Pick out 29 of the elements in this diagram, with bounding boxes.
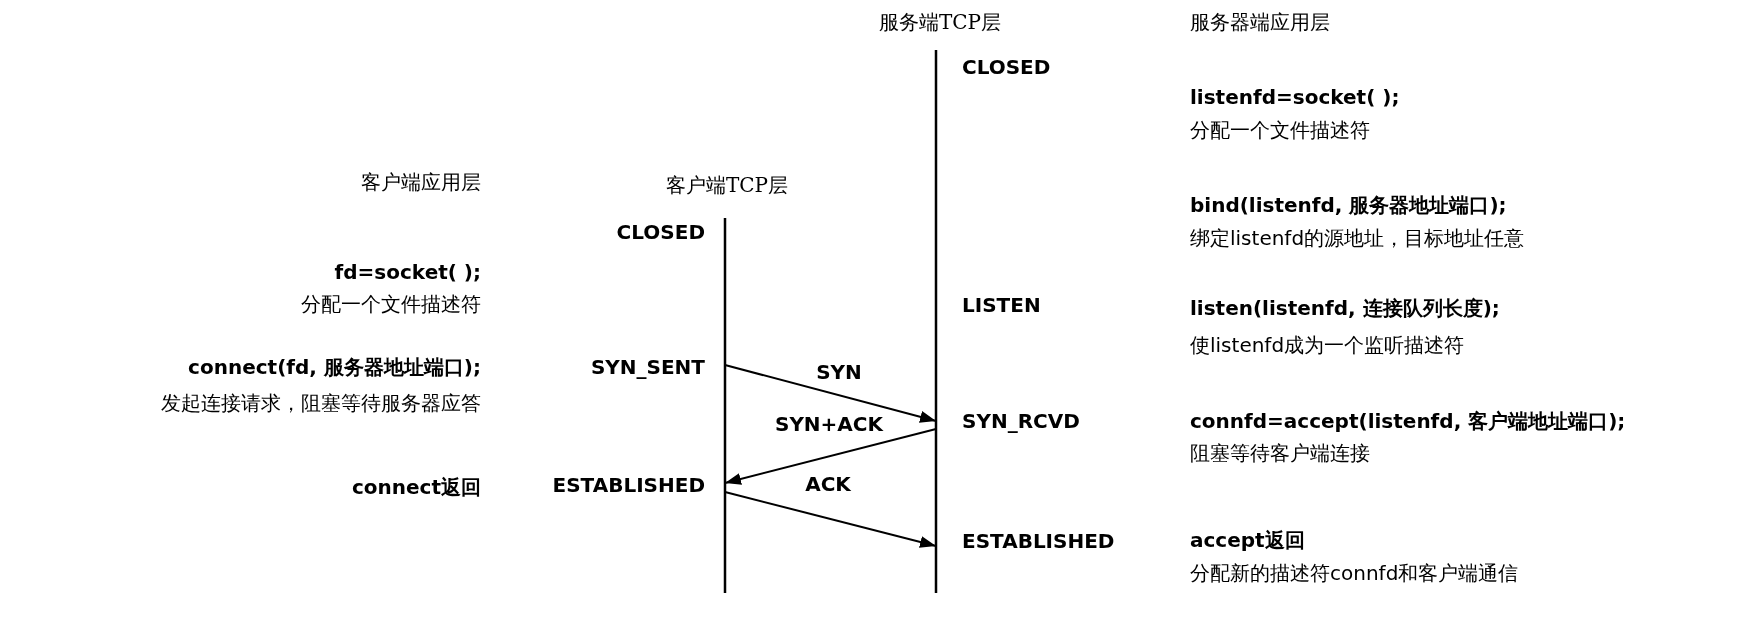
code-text: bind(listenfd, 服务器地址端口); — [1190, 191, 1507, 219]
state-label: LISTEN — [936, 288, 1146, 322]
state-label: SYN_RCVD — [936, 404, 1146, 438]
note-text: 使listenfd成为一个监听描述符 — [1190, 331, 1465, 359]
column-heading: 服务器端应用层 — [1190, 8, 1330, 36]
lifeline-heading: 服务端TCP层 — [878, 8, 1002, 36]
note-text: 分配一个文件描述符 — [1190, 116, 1370, 144]
note-text: 分配新的描述符connfd和客户端通信 — [1190, 559, 1519, 587]
column-heading: 客户端应用层 — [361, 168, 481, 196]
lifeline-heading: 客户端TCP层 — [665, 171, 789, 199]
note-text: 发起连接请求，阻塞等待服务器应答 — [161, 389, 481, 417]
code-text: accept返回 — [1190, 526, 1305, 554]
note-text: 绑定listenfd的源地址，目标地址任意 — [1190, 224, 1525, 252]
code-text: connfd=accept(listenfd, 客户端地址端口); — [1190, 407, 1626, 435]
state-label: CLOSED — [936, 50, 1146, 84]
message-arrow — [724, 491, 937, 548]
code-text: listen(listenfd, 连接队列长度); — [1190, 294, 1500, 322]
code-text: connect(fd, 服务器地址端口); — [188, 353, 481, 381]
code-text: connect返回 — [351, 473, 481, 501]
code-text: listenfd=socket( ); — [1190, 85, 1400, 109]
state-label: ESTABLISHED — [936, 524, 1146, 558]
message-arrow — [724, 428, 937, 485]
code-text: fd=socket( ); — [334, 260, 481, 284]
note-text: 阻塞等待客户端连接 — [1190, 439, 1370, 467]
message-arrow — [724, 364, 937, 423]
state-label: SYN_SENT — [515, 350, 725, 384]
state-label: CLOSED — [515, 215, 725, 249]
state-label: ESTABLISHED — [515, 468, 725, 502]
note-text: 分配一个文件描述符 — [301, 290, 481, 318]
